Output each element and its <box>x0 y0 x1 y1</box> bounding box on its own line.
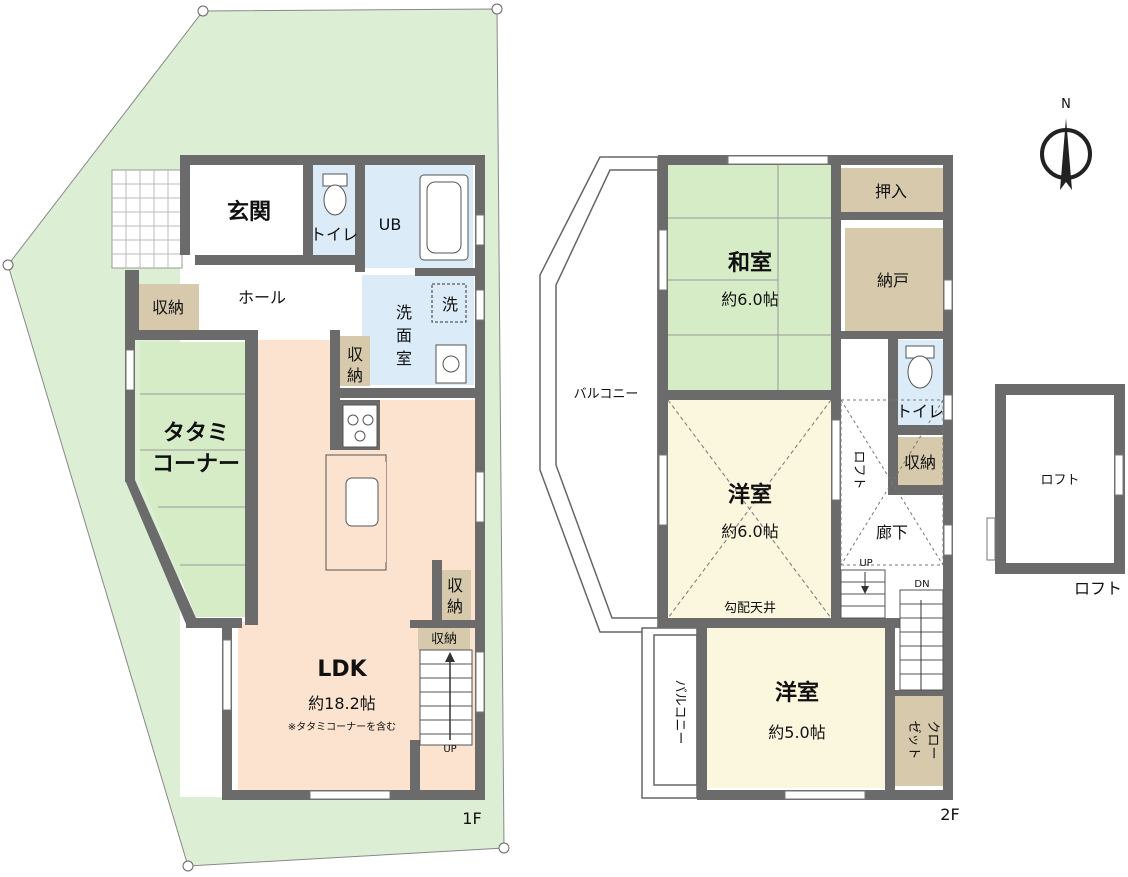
lot-corner-marker <box>182 860 194 872</box>
closet-floor <box>895 696 943 786</box>
room-label-storage-wash-2: 納 <box>347 366 363 385</box>
washbasin <box>435 344 467 384</box>
room-label-toilet-2f: トイレ <box>896 402 944 421</box>
room-label-storage-2f: 収納 <box>904 453 936 472</box>
balcony-big-label: バルコニー <box>574 387 639 402</box>
toilet-fixture-1f <box>322 173 348 216</box>
room-label-ldk: LDK <box>317 657 367 682</box>
room-label-storage-wash-1: 収 <box>347 345 363 364</box>
balcony-small <box>641 627 698 799</box>
room-label-nando: 納戸 <box>877 271 909 290</box>
room-label-closet-1: クロー <box>925 720 940 759</box>
room-area-washitsu: 約6.0帖 <box>721 290 778 309</box>
bathtub <box>419 174 469 261</box>
room-label-genkan: 玄関 <box>227 199 271 225</box>
room-label-storage-hall: 収納 <box>152 298 184 317</box>
floor-label-loft: ロフト <box>1074 579 1122 598</box>
kitchen-sink <box>345 477 379 527</box>
floor-1-plan: 玄関 トイレ UB ホール 収納 洗 面 室 洗 収 納 タタミ コーナー 収 … <box>111 155 485 828</box>
windows-2f <box>658 155 953 800</box>
storage-2f-floor <box>898 437 943 485</box>
windows-1f <box>125 214 485 800</box>
room-label-storage-ldk-2: 納 <box>447 597 463 616</box>
washer-space <box>431 283 467 323</box>
stairs-1f <box>419 649 473 746</box>
yoshitsu2-floor <box>707 628 885 788</box>
room-area-yoshitsu1: 約6.0帖 <box>721 522 778 541</box>
tatami-corner-floor <box>140 342 245 617</box>
room-label-oshiire: 押入 <box>875 182 907 201</box>
stairs-2f <box>840 569 944 691</box>
genkan-floor <box>195 165 303 255</box>
room-label-loft-2f: ロフト <box>851 450 866 489</box>
room-label-washroom-1: 洗 <box>396 303 412 322</box>
toilet-fixture-2f <box>905 345 935 389</box>
room-label-tatami-1: タタミ <box>163 421 229 446</box>
floor-label-1f: 1F <box>462 809 481 828</box>
cooktop <box>342 404 378 448</box>
room-label-yoshitsu1: 洋室 <box>728 482 772 508</box>
room-label-storage-ldk-1: 収 <box>447 576 463 595</box>
room-label-ub: UB <box>379 215 402 234</box>
room-label-hall: ホール <box>238 288 286 307</box>
compass-icon: N <box>1040 97 1092 190</box>
room-label-corridor: 廊下 <box>876 523 908 542</box>
storage-wash-floor <box>340 336 370 386</box>
stair-dn-label-2f: DN <box>914 579 929 590</box>
loft-plan: ロフト ロフト <box>986 384 1125 598</box>
washer-label: 洗 <box>442 295 458 314</box>
room-label-toilet-1f: トイレ <box>310 225 358 244</box>
storage-stair-floor <box>418 628 470 650</box>
label-sloped-ceiling: 勾配天井 <box>724 601 776 616</box>
lot-corner-marker <box>491 3 503 15</box>
compass-north-label: N <box>1061 97 1071 112</box>
lot-corner-marker <box>197 5 209 17</box>
room-label-washroom-3: 室 <box>396 349 412 368</box>
lot-corner-marker <box>2 259 14 271</box>
room-area-ldk: 約18.2帖 <box>308 694 376 713</box>
oshiire-floor <box>835 168 943 212</box>
nando-floor <box>845 228 943 331</box>
stair-up-label-1f: UP <box>443 744 456 755</box>
room-note-ldk: ※タタミコーナーを含む <box>288 720 396 733</box>
room-label-washroom-2: 面 <box>396 326 412 345</box>
stair-up-label-2f: UP <box>859 558 872 569</box>
balcony-small-label: バルコニー <box>672 680 687 745</box>
room-label-storage-stair: 収納 <box>431 632 457 647</box>
floor-2-plan: 和室 約6.0帖 押入 納戸 トイレ 収納 ロフト 廊下 洋室 約6.0帖 勾配… <box>539 155 960 824</box>
washitsu-floor <box>668 165 831 390</box>
entry-tile-porch <box>111 169 183 269</box>
room-label-washitsu: 和室 <box>728 250 772 276</box>
room-area-yoshitsu2: 約5.0帖 <box>768 723 825 742</box>
room-label-loft: ロフト <box>1040 473 1079 488</box>
storage-hall-floor <box>139 284 199 330</box>
lot-corner-marker <box>498 842 510 854</box>
room-label-closet-2: ゼット <box>906 720 921 759</box>
loft-dashed-area <box>840 399 944 566</box>
floor-label-2f: 2F <box>940 805 959 824</box>
room-label-tatami-2: コーナー <box>152 452 240 477</box>
room-label-yoshitsu2: 洋室 <box>775 680 819 706</box>
storage-ldk-floor <box>437 570 471 620</box>
